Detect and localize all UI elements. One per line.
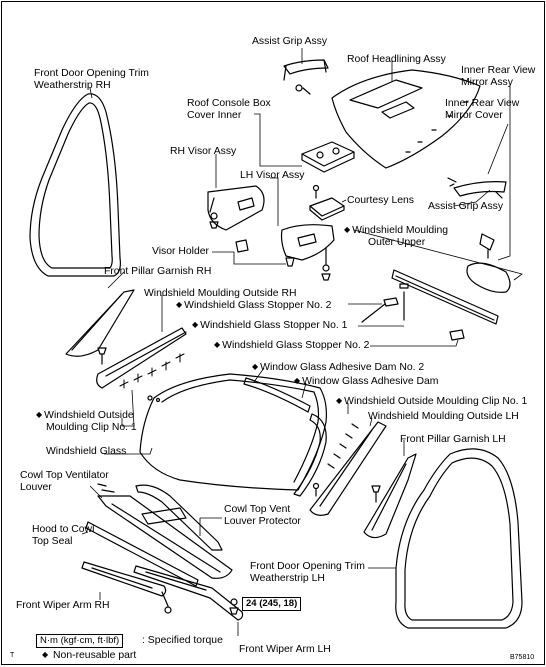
label-courtesy-lens: Courtesy Lens <box>347 195 414 206</box>
label-visor-holder: Visor Holder <box>152 246 209 257</box>
label-stopper-2a: ◆Windshield Glass Stopper No. 2 <box>176 300 332 311</box>
label-ws-moulding-rh: Windshield Moulding Outside RH <box>144 288 297 299</box>
nonreusable-marker: ◆ <box>176 300 183 309</box>
label-lh-visor: LH Visor Assy <box>240 170 305 181</box>
windshield-glass-part <box>139 373 327 491</box>
nonreusable-marker: ◆ <box>252 362 259 371</box>
label-inner-mirror-assy-line1: Inner Rear View <box>461 65 536 76</box>
hood-seal-part <box>85 521 199 587</box>
label-front-pillar-lh: Front Pillar Garnish LH <box>400 434 506 445</box>
label-cowl-top-line1: Cowl Top Ventilator <box>20 470 109 481</box>
label-inner-mirror-cover-line2: Mirror Cover <box>445 110 503 121</box>
ws-moulding-lh-part <box>309 421 387 516</box>
nonreusable-marker: ◆ <box>336 396 343 405</box>
inner-mirror-part <box>466 233 511 293</box>
clip-rh-part <box>97 347 107 365</box>
label-cowl-protector-line1: Cowl Top Vent <box>224 504 291 515</box>
cowl-protector-part <box>135 484 223 551</box>
front-door-weatherstrip-lh-part <box>395 448 523 629</box>
label-outside-clip-line1: ◆Windshield Outside <box>36 410 134 421</box>
nonreusable-marker: ◆ <box>36 410 43 419</box>
legend-unit-box: N·m (kgf·cm, ft·lbf) <box>36 634 124 648</box>
ws-moulding-rh-part <box>96 327 187 389</box>
roof-headlining-part <box>331 69 481 169</box>
front-door-weatherstrip-rh-part <box>29 93 121 277</box>
label-adhesive-dam: ◆Window Glass Adhesive Dam <box>294 376 439 387</box>
moulding-clip-row <box>119 353 185 389</box>
label-moulding-clip-no1: ◆Windshield Outside Moulding Clip No. 1 <box>336 396 528 407</box>
ws-moulding-upper-part <box>391 269 499 325</box>
misc-fasteners <box>155 397 320 497</box>
label-rh-visor: RH Visor Assy <box>170 146 237 157</box>
cowl-top-louver-part <box>97 483 233 579</box>
label-wiper-rh: Front Wiper Arm RH <box>16 600 110 611</box>
front-pillar-garnish-rh-part <box>65 289 135 357</box>
label-roof-console-line1: Roof Console Box <box>187 98 271 109</box>
visor-holder-part <box>235 239 295 267</box>
leader-lines <box>81 48 523 636</box>
nonreusable-marker: ◆ <box>42 650 49 659</box>
rh-visor-part <box>207 185 265 231</box>
front-pillar-garnish-lh-part <box>363 453 417 539</box>
roof-console-part <box>301 141 355 199</box>
label-stopper-2b: ◆Windshield Glass Stopper No. 2 <box>214 340 370 351</box>
label-cowl-top-line2: Louver <box>20 482 52 493</box>
legend-nonreusable: ◆ Non-reusable part <box>42 650 137 661</box>
label-front-door-trim-lh-line2: Weatherstrip LH <box>250 573 325 584</box>
nonreusable-marker: ◆ <box>214 340 221 349</box>
label-hood-seal-line2: Top Seal <box>32 536 73 547</box>
label-front-pillar-rh: Front Pillar Garnish RH <box>104 266 212 277</box>
label-roof-headlining: Roof Headlining Assy <box>347 54 446 65</box>
wiper-arm-lh-part <box>133 565 244 621</box>
label-moulding-outside-lh: Windshield Moulding Outside LH <box>368 411 519 422</box>
label-assist-grip-top: Assist Grip Assy <box>252 36 328 47</box>
nonreusable-marker: ◆ <box>344 225 351 234</box>
label-wiper-lh: Front Wiper Arm LH <box>239 644 331 655</box>
legend-unit-text: : Specified torque <box>142 635 223 646</box>
label-cowl-protector-line2: Louver Protector <box>224 516 301 527</box>
adhesive-dam-parts <box>243 377 327 497</box>
stopper-parts <box>361 283 465 341</box>
label-inner-mirror-cover-line1: Inner Rear View <box>445 98 520 109</box>
courtesy-lens-part <box>309 197 345 221</box>
label-roof-console-line2: Cover Inner <box>187 110 242 121</box>
figure-code: B75810 <box>510 654 535 661</box>
nonreusable-marker: ◆ <box>192 320 199 329</box>
assist-grip-top-part <box>283 59 329 95</box>
label-outside-clip-line2: Moulding Clip No. 1 <box>46 422 137 433</box>
label-front-door-trim-lh-line1: Front Door Opening Trim <box>250 561 365 572</box>
label-stopper-1: ◆Windshield Glass Stopper No. 1 <box>192 320 348 331</box>
wiper-arm-rh-part <box>81 561 172 614</box>
torque-callout: 24 (245, 18) <box>242 597 302 611</box>
lh-visor-part <box>280 224 335 281</box>
label-ws-moulding-upper-line1: ◆Windshield Moulding <box>344 225 449 236</box>
footer-left-mark: T <box>10 652 15 659</box>
label-front-door-trim-rh-line2: Weatherstrip RH <box>34 80 111 91</box>
label-windshield-glass: Windshield Glass <box>46 446 127 457</box>
label-hood-seal-line1: Hood to Cowl <box>32 524 95 535</box>
label-assist-grip-right: Assist Grip Assy <box>428 201 504 212</box>
label-inner-mirror-assy-line2: Mirror Assy <box>461 77 513 88</box>
assist-grip-right-part <box>447 177 507 199</box>
label-ws-moulding-upper-line2: Outer Upper <box>368 237 426 248</box>
nonreusable-marker: ◆ <box>294 376 301 385</box>
label-adhesive-dam-2: ◆Window Glass Adhesive Dam No. 2 <box>252 362 425 373</box>
label-front-door-trim-rh-line1: Front Door Opening Trim <box>34 68 149 79</box>
